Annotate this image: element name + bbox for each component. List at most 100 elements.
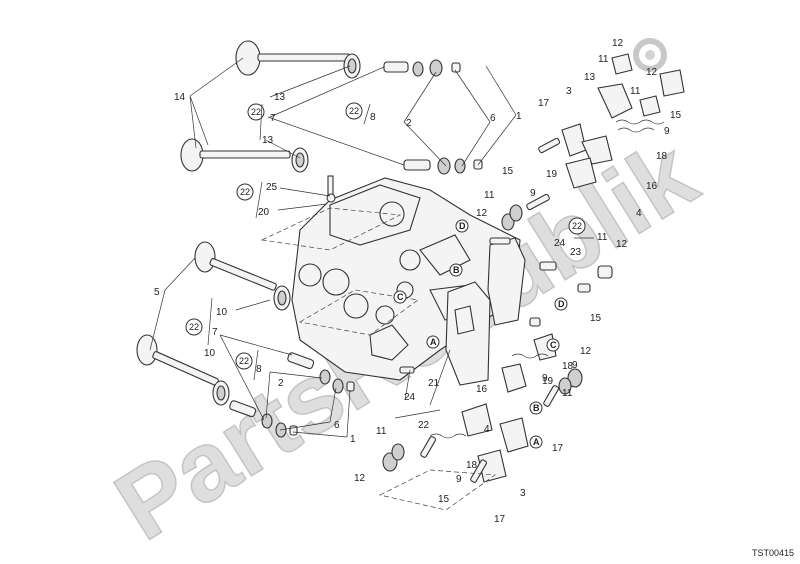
svg-text:23: 23 [570, 247, 582, 258]
callout-labels: 14 13 7 8 25 20 10 7 8 5 10 2 6 1 2 6 1 … [154, 38, 682, 525]
svg-text:12: 12 [646, 67, 658, 78]
valve-top-1 [235, 40, 361, 79]
rocker-springs-upper [615, 119, 665, 133]
svg-text:18: 18 [656, 151, 668, 162]
svg-text:11: 11 [484, 190, 495, 201]
svg-text:11: 11 [630, 86, 641, 97]
svg-text:15: 15 [438, 494, 450, 505]
marker-b-2: B [529, 401, 543, 415]
svg-text:17: 17 [552, 443, 564, 454]
valve-top-2 [180, 138, 309, 173]
svg-text:C: C [397, 292, 404, 302]
svg-text:11: 11 [598, 54, 609, 65]
svg-text:12: 12 [476, 208, 488, 219]
image-code: TST00415 [752, 548, 794, 558]
svg-text:15: 15 [502, 166, 514, 177]
svg-text:17: 17 [538, 98, 550, 109]
marker-d-1: D [455, 219, 469, 233]
rocker-springs-lower [429, 353, 549, 439]
ref-badge: 22 22 22 22 22 22 [185, 102, 586, 370]
svg-text:10: 10 [204, 348, 216, 359]
svg-text:2: 2 [406, 118, 412, 129]
svg-text:22: 22 [349, 106, 359, 116]
marker-a-2: A [529, 435, 543, 449]
svg-text:3: 3 [520, 488, 526, 499]
svg-text:7: 7 [270, 113, 276, 124]
svg-text:9: 9 [542, 373, 548, 384]
valve-guide-left [229, 352, 315, 418]
svg-text:11: 11 [376, 426, 387, 437]
svg-text:22: 22 [189, 322, 199, 332]
svg-text:12: 12 [354, 473, 366, 484]
svg-text:1: 1 [350, 434, 356, 445]
marker-b-1: B [449, 263, 463, 277]
rocker-support [445, 237, 526, 386]
svg-text:19: 19 [542, 376, 554, 387]
svg-text:D: D [459, 221, 466, 231]
svg-text:13: 13 [262, 135, 274, 146]
svg-text:15: 15 [670, 110, 682, 121]
svg-text:24: 24 [554, 238, 566, 249]
svg-text:9: 9 [530, 188, 536, 199]
svg-text:18: 18 [466, 460, 478, 471]
rocker-arm-upper [561, 53, 685, 189]
svg-text:12: 12 [580, 346, 592, 357]
valve-left-2 [136, 334, 230, 406]
svg-text:4: 4 [636, 208, 642, 219]
valve-left-1 [194, 241, 291, 311]
svg-text:A: A [430, 337, 437, 347]
svg-text:10: 10 [216, 307, 228, 318]
svg-text:12: 12 [612, 38, 624, 49]
svg-text:8: 8 [370, 112, 376, 123]
svg-text:20: 20 [258, 207, 270, 218]
svg-text:22: 22 [418, 420, 430, 431]
svg-text:B: B [453, 265, 460, 275]
svg-text:22: 22 [572, 221, 582, 231]
svg-text:22: 22 [251, 107, 261, 117]
valve-keepers-left [261, 369, 355, 438]
valve-keepers-top [412, 59, 483, 175]
svg-text:24: 24 [404, 392, 416, 403]
svg-text:18: 18 [562, 361, 574, 372]
svg-text:C: C [550, 340, 557, 350]
dashed-guides [260, 207, 496, 511]
svg-text:7: 7 [212, 327, 218, 338]
svg-text:25: 25 [266, 182, 278, 193]
svg-text:4: 4 [484, 424, 490, 435]
marker-c-1: C [393, 290, 407, 304]
svg-text:22: 22 [240, 187, 250, 197]
svg-text:17: 17 [494, 514, 506, 525]
svg-text:22: 22 [239, 356, 249, 366]
svg-text:9: 9 [456, 474, 462, 485]
svg-text:12: 12 [616, 239, 628, 250]
ref-brackets [207, 103, 594, 381]
svg-text:13: 13 [274, 92, 286, 103]
svg-text:5: 5 [154, 287, 160, 298]
svg-text:D: D [558, 299, 565, 309]
svg-text:11: 11 [597, 232, 608, 243]
svg-text:8: 8 [256, 364, 262, 375]
stud [326, 175, 336, 203]
svg-text:19: 19 [546, 169, 558, 180]
valve-guide-top [383, 61, 431, 171]
svg-text:21: 21 [428, 378, 440, 389]
svg-text:B: B [533, 403, 540, 413]
svg-text:9: 9 [572, 360, 578, 371]
svg-text:13: 13 [584, 72, 596, 83]
svg-text:15: 15 [590, 313, 602, 324]
marker-c-2: C [546, 338, 560, 352]
marker-a-1: A [426, 335, 440, 349]
marker-d-2: D [554, 297, 568, 311]
leader-lines [149, 57, 517, 438]
svg-text:16: 16 [476, 384, 488, 395]
svg-text:A: A [533, 437, 540, 447]
svg-text:16: 16 [646, 181, 658, 192]
svg-text:9: 9 [664, 126, 670, 137]
svg-text:11: 11 [562, 388, 573, 399]
svg-text:1: 1 [516, 111, 522, 122]
svg-text:2: 2 [278, 378, 284, 389]
caps-mid-upper [501, 204, 613, 327]
svg-text:6: 6 [490, 113, 496, 124]
svg-text:14: 14 [174, 92, 186, 103]
